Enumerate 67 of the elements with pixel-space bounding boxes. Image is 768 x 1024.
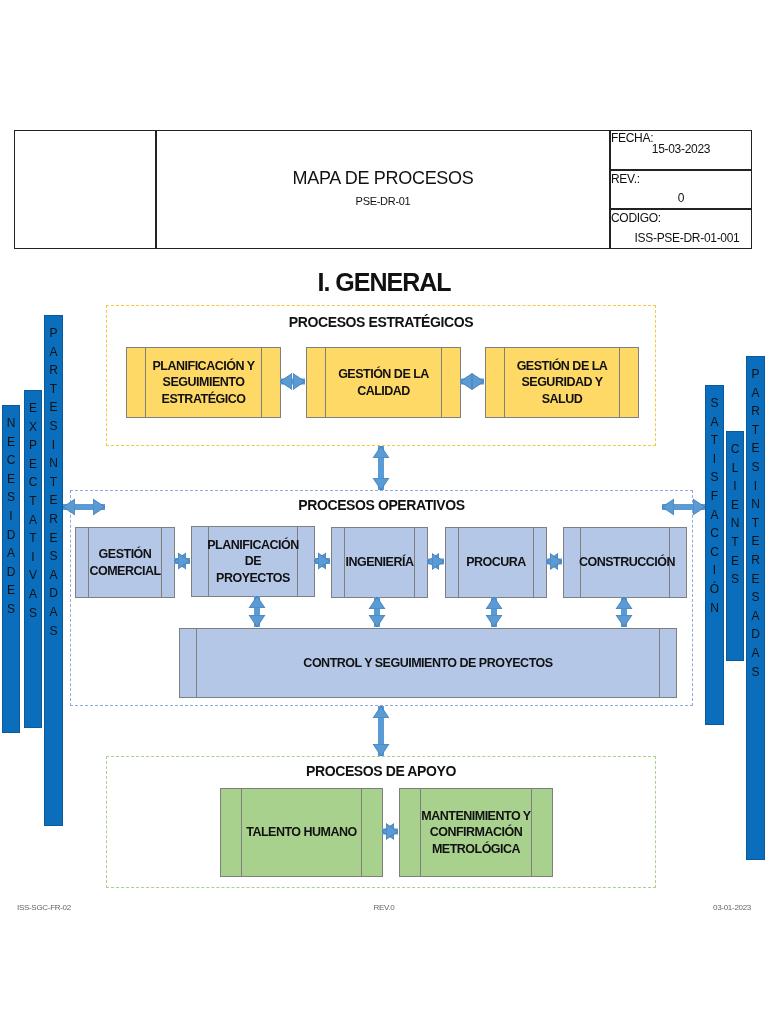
stakeholder-bar [746,356,765,860]
process-label: PROCURA [465,554,527,571]
double-arrow [381,823,399,840]
process-label: PLANIFICACIÓN DE PROYECTOS [206,537,300,586]
process-label: CONTROL Y SEGUIMIENTO DE PROYECTOS [302,654,554,672]
section-title: I. GENERAL [317,268,451,297]
stakeholder-bar [2,405,20,733]
field-label: REV.: [611,172,640,186]
process-label: GESTIÓN DE LA CALIDAD [337,366,430,399]
group-frame [106,756,656,888]
vertical-label: SATISFACCIÓN [709,395,720,617]
process-label: GESTIÓN DE LA SEGURIDAD Y SALUD [515,358,609,407]
process-label: MANTENIMIENTO Y CONFIRMACIÓN METROLÓGICA [420,808,532,857]
double-arrow [279,373,306,390]
process-box [331,527,428,598]
stakeholder-bar [705,385,724,725]
footer-text: 03-01-2023 [713,903,751,912]
group-heading: PROCESOS DE APOYO [305,763,457,779]
vertical-label: CLIENTES [730,441,740,589]
process-box [563,527,687,598]
process-box [126,347,281,418]
field-value: 15-03-2023 [651,142,711,156]
double-arrow [615,596,633,628]
stakeholder-bar [44,315,63,826]
field-value: ISS-PSE-DR-01-001 [634,231,740,245]
process-label: INGENIERÍA [344,554,415,571]
vertical-label: EXPECTATIVAS [28,400,38,622]
double-arrow [545,553,563,570]
double-arrow [661,498,706,516]
double-arrow [173,552,191,570]
vertical-label: PARTES INTERESADAS [48,325,59,640]
process-label: PLANIFICACIÓN Y SEGUIMIENTO ESTRATÉGICO [151,358,256,407]
double-arrow [372,705,390,757]
double-arrow [248,595,266,628]
stakeholder-bar [24,390,42,728]
group-frame [70,490,693,706]
process-box [399,788,553,877]
group-heading: PROCESOS OPERATIVOS [297,497,466,513]
process-box [179,628,677,698]
footer-text: REV.0 [373,903,395,912]
group-heading: PROCESOS ESTRATÉGICOS [287,314,475,330]
stakeholder-bar [726,431,744,661]
process-box [220,788,383,877]
field-label: CODIGO: [611,211,661,225]
process-box [191,526,315,597]
double-arrow [485,596,503,628]
process-label: CONSTRUCCIÓN [578,554,675,571]
field-value: 0 [677,191,685,205]
process-label: TALENTO HUMANO [245,824,358,841]
process-box [485,347,639,418]
document-title: MAPA DE PROCESOS [292,168,474,189]
double-arrow [459,373,485,390]
process-box [75,527,175,598]
field-label: FECHA: [611,131,654,145]
double-arrow [426,553,445,570]
process-box [445,527,547,598]
process-box [306,347,461,418]
double-arrow [62,498,106,516]
footer-text: ISS-SGC-FR-02 [17,903,71,912]
double-arrow [372,445,390,491]
vertical-label: NECESIDADES [6,415,16,618]
document-code: PSE-DR-01 [355,195,411,207]
double-arrow [313,552,331,570]
vertical-label: PARTES INTERESADAS [750,366,761,681]
group-frame [106,305,656,446]
process-label: GESTIÓN COMERCIAL [88,546,162,579]
double-arrow [368,596,386,628]
